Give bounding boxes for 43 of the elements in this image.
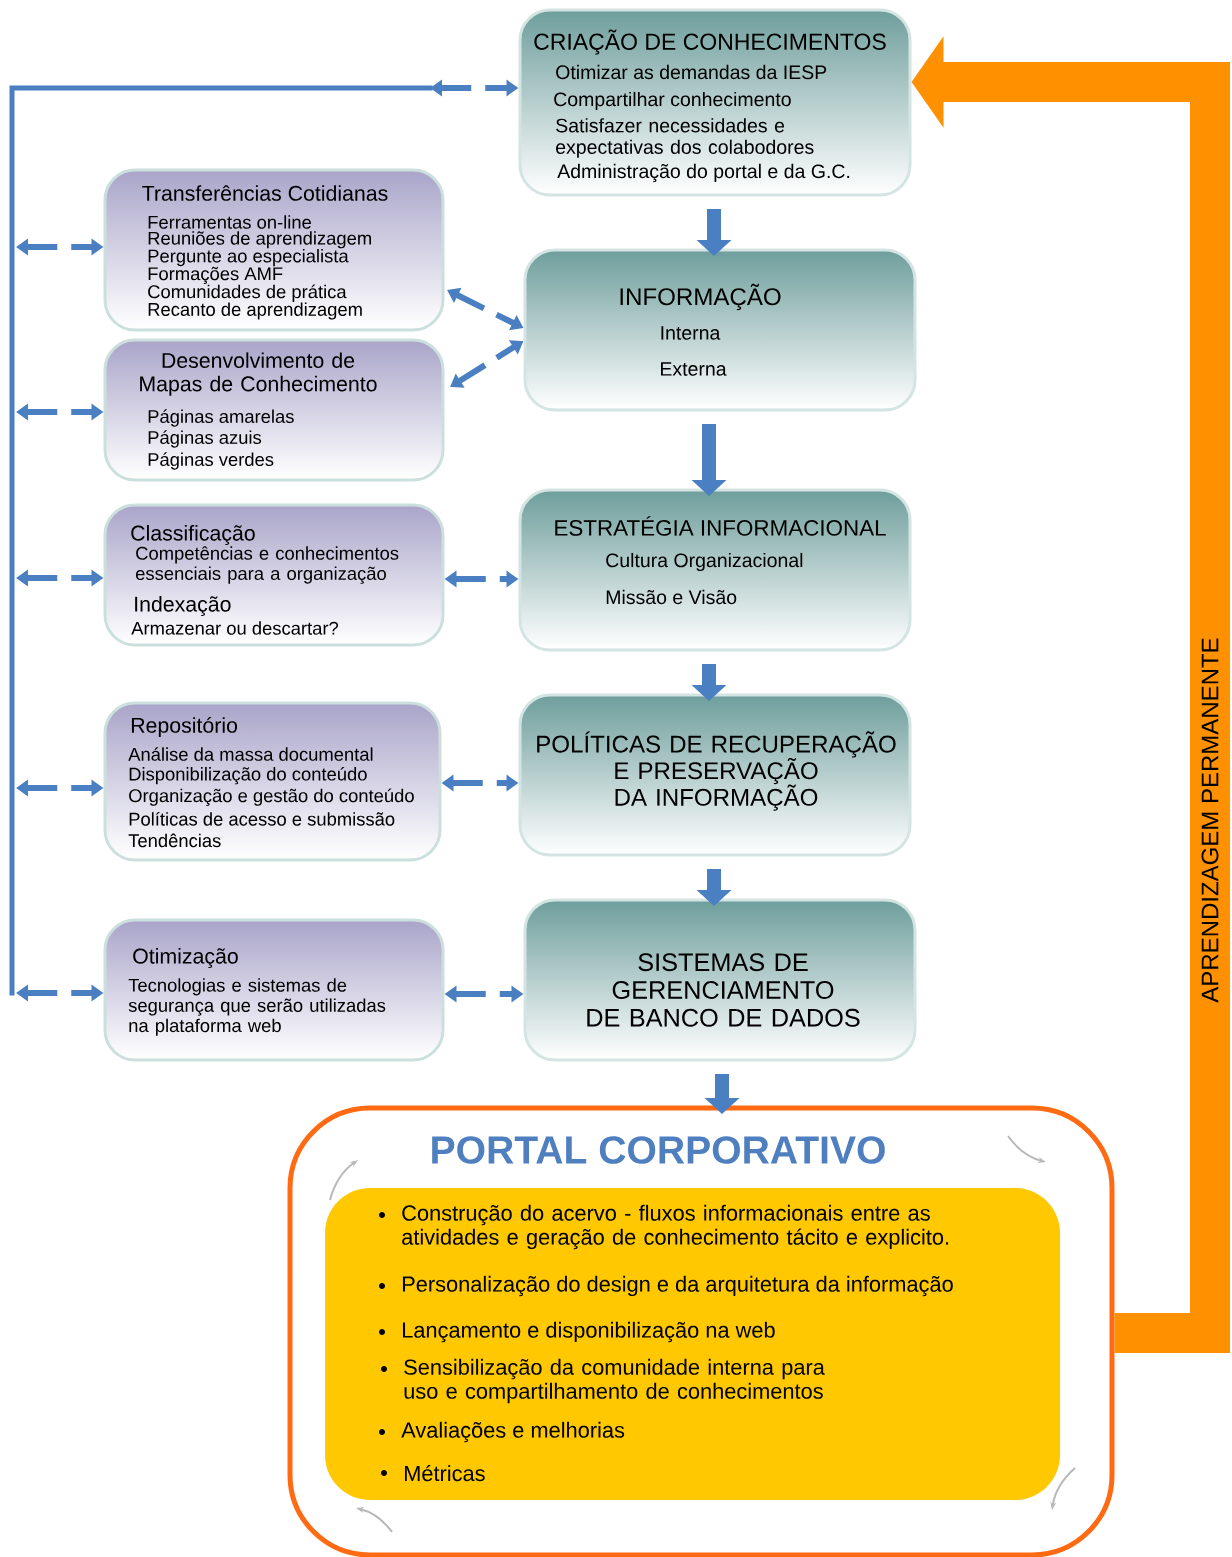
box-heading: Classificação xyxy=(131,525,255,545)
list-item: Reuniões de aprendizagem xyxy=(148,231,371,249)
box-heading: POLÍTICAS DE RECUPERAÇÃO E PRESERVAÇÃO DA INFORMAÇÃO xyxy=(537,731,896,811)
list-item: Páginas verdes xyxy=(148,452,274,470)
list-item: Compartilhar conhecimento xyxy=(554,91,791,111)
box-heading: Desenvolvimento de Mapas de Conhecimento xyxy=(140,352,377,396)
list-item: Formações AMF xyxy=(148,266,283,284)
list-item: Missão e Visão xyxy=(606,589,737,605)
list-item: Externa xyxy=(661,362,727,376)
bullet-item: Sensibilização da comunidade interna para uso e compartilhamento de conhecimentos xyxy=(381,1358,825,1404)
box-heading: ESTRATÉGIA INFORMACIONAL xyxy=(555,516,886,536)
box-heading: INFORMAÇÃO xyxy=(620,283,781,311)
list-item: Páginas azuis xyxy=(148,430,262,448)
list-item: Tendências xyxy=(128,833,221,848)
bullet-item: Construção do acervo - fluxos informacionais entre as atividades e geração de conhecimento tácito e explicito. xyxy=(379,1204,949,1250)
box-heading: SISTEMAS DE GERENCIAMENTO DE BANCO DE DADOS xyxy=(587,953,860,1027)
list-item: Tecnologias e sistemas de segurança que serão utilizadas na plataforma web xyxy=(128,978,386,1036)
box-heading: Repositório xyxy=(131,716,237,738)
list-item: Interna xyxy=(661,326,721,340)
box-heading: Indexação xyxy=(135,596,231,616)
list-item: Satisfazer necessidades e expectativas dos colabodores xyxy=(556,118,814,158)
bullet-item: Avaliações e melhorias xyxy=(379,1421,625,1443)
list-item: Páginas amarelas xyxy=(148,409,294,427)
box-heading: Transferências Cotidianas xyxy=(142,185,388,201)
box-heading: CRIAÇÃO DE CONHECIMENTOS xyxy=(534,29,886,55)
list-item: Organização e gestão do conteúdo xyxy=(129,788,414,806)
portal-title: PORTAL CORPORATIVO xyxy=(432,1136,885,1164)
list-item: Otimizar as demandas da IESP xyxy=(556,64,827,80)
list-item: Disponibilização do conteúdo xyxy=(129,766,367,785)
list-item: Recanto de aprendizagem xyxy=(148,302,362,320)
list-item: Políticas de acesso e submissão xyxy=(129,811,395,826)
list-item: Competências e conhecimentos essenciais para a organização xyxy=(136,546,399,584)
list-item: Ferramentas on-line xyxy=(148,215,311,229)
list-item: Comunidades de prática xyxy=(148,284,347,302)
bullet-item: Lançamento e disponibilização na web xyxy=(379,1321,775,1343)
bullet-item: Personalização do design e da arquitetura da informação xyxy=(379,1275,953,1297)
list-item: Análise da massa documental xyxy=(128,747,373,761)
list-item: Cultura Organizacional xyxy=(606,552,803,572)
list-item: Armazenar ou descartar? xyxy=(131,621,339,635)
list-item: Pergunte ao especialista xyxy=(148,249,349,267)
box-heading: Otimização xyxy=(133,948,238,968)
bullet-item: Métricas xyxy=(381,1464,485,1482)
list-item: Administração do portal e da G.C. xyxy=(557,163,850,183)
